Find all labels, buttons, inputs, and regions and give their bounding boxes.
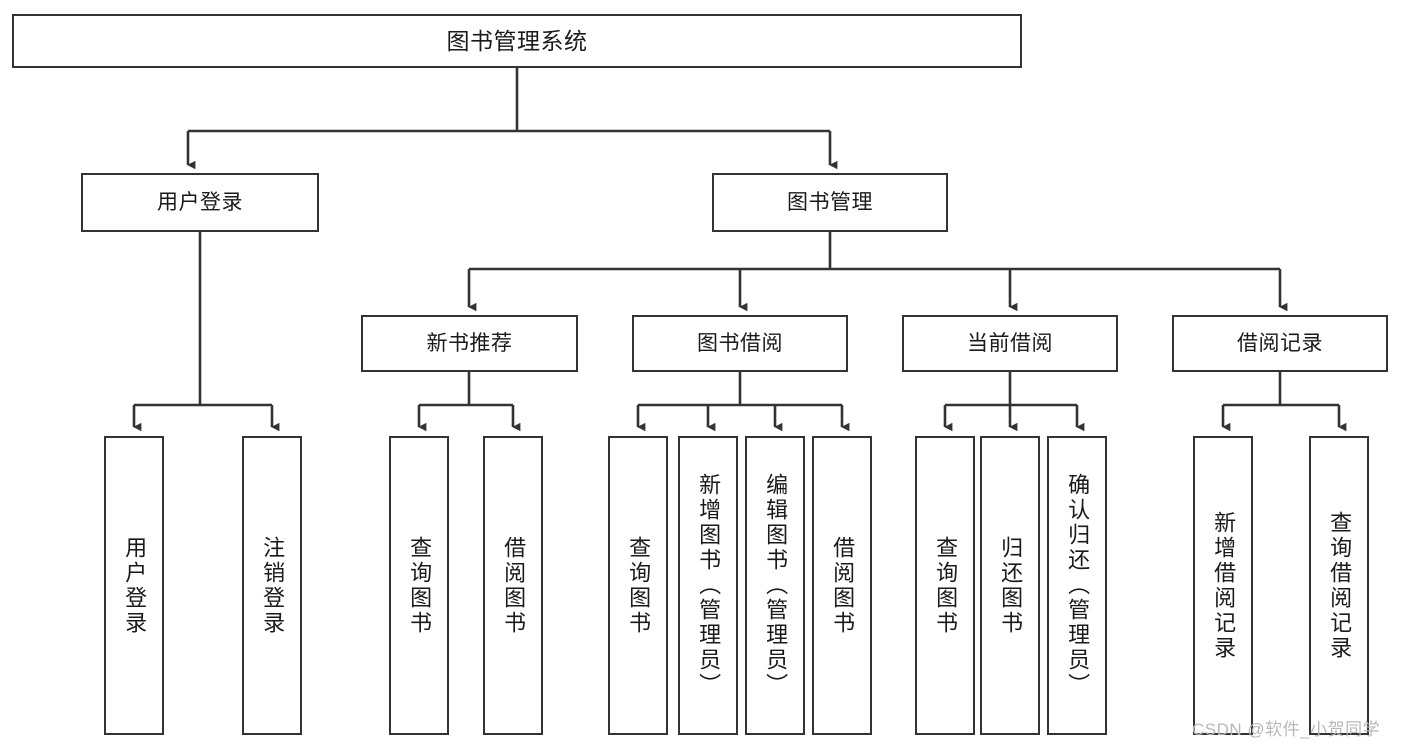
leaf-book-borrow-edit[interactable]: 编辑图书（管理员）: [745, 436, 805, 735]
node-label: 新增图书（管理员）: [696, 473, 722, 698]
node-label: 查询图书: [626, 535, 652, 636]
node-label: 借阅记录: [1237, 331, 1323, 355]
leaf-user-login-logout[interactable]: 注销登录: [242, 436, 302, 735]
node-label: 图书管理: [787, 190, 873, 214]
node-label: 当前借阅: [967, 331, 1053, 355]
node-label: 图书借阅: [697, 331, 783, 355]
node-new-book-recommend[interactable]: 新书推荐: [361, 315, 578, 372]
leaf-book-borrow-query[interactable]: 查询图书: [608, 436, 668, 735]
node-label: 新书推荐: [426, 331, 513, 355]
node-label: 查询图书: [407, 535, 433, 636]
node-label: 查询图书: [933, 535, 959, 636]
leaf-new-book-borrow[interactable]: 借阅图书: [483, 436, 543, 735]
leaf-book-borrow-lend[interactable]: 借阅图书: [812, 436, 872, 735]
node-label: 用户登录: [157, 190, 243, 214]
leaf-current-borrow-return[interactable]: 归还图书: [980, 436, 1040, 735]
leaf-current-borrow-confirm-return[interactable]: 确认归还（管理员）: [1047, 436, 1107, 735]
node-user-login[interactable]: 用户登录: [81, 173, 319, 232]
node-label: 借阅图书: [501, 535, 527, 636]
csdn-watermark: CSDN @软件_小贺同学: [1192, 720, 1381, 739]
node-current-borrow[interactable]: 当前借阅: [902, 315, 1118, 372]
node-borrow-record[interactable]: 借阅记录: [1172, 315, 1388, 372]
node-root-system[interactable]: 图书管理系统: [12, 14, 1022, 68]
leaf-borrow-record-add[interactable]: 新增借阅记录: [1193, 436, 1253, 735]
node-label: 查询借阅记录: [1327, 510, 1353, 661]
node-book-borrow[interactable]: 图书借阅: [632, 315, 848, 372]
leaf-current-borrow-query[interactable]: 查询图书: [915, 436, 975, 735]
node-book-management[interactable]: 图书管理: [712, 173, 948, 232]
node-label: 图书管理系统: [446, 27, 588, 54]
node-label: 借阅图书: [830, 535, 856, 636]
leaf-user-login-login[interactable]: 用户登录: [104, 436, 164, 735]
node-label: 确认归还（管理员）: [1065, 473, 1091, 698]
node-label: 用户登录: [122, 535, 148, 636]
node-label: 编辑图书（管理员）: [763, 473, 789, 698]
node-label: 新增借阅记录: [1211, 510, 1237, 661]
node-label: 归还图书: [998, 535, 1024, 636]
leaf-book-borrow-add[interactable]: 新增图书（管理员）: [678, 436, 738, 735]
leaf-new-book-query[interactable]: 查询图书: [389, 436, 449, 735]
node-label: 注销登录: [260, 535, 286, 636]
leaf-borrow-record-query[interactable]: 查询借阅记录: [1309, 436, 1369, 735]
